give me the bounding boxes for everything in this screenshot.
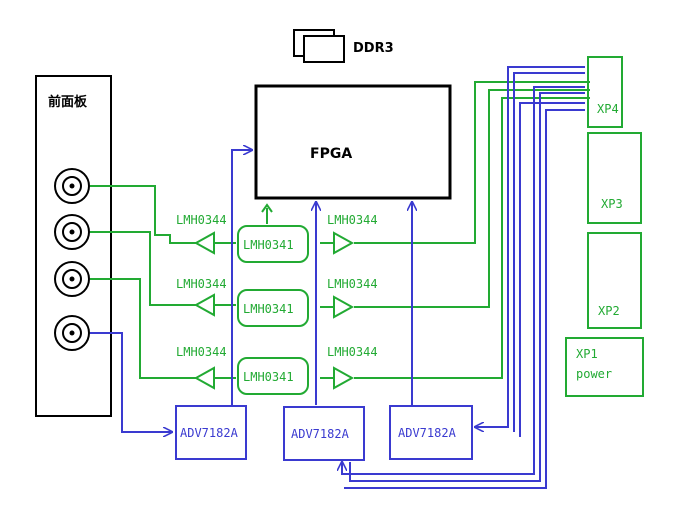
video-signal-lines: [90, 66, 585, 489]
connector-jack-4: [54, 315, 90, 351]
fpga-block: FPGA: [254, 84, 452, 200]
xp4-block: [587, 56, 623, 128]
ddr3-label: DDR3: [353, 41, 394, 56]
decoder-3-box: [389, 405, 473, 460]
lmh0344-right-label-3: LMH0344: [327, 345, 378, 359]
connector-jack-3: [54, 261, 90, 297]
lmh0341-label-2: LMH0341: [243, 302, 294, 316]
xp2-label: XP2: [598, 304, 620, 318]
decoder-2-box: [283, 406, 365, 461]
lmh0341-label-3: LMH0341: [243, 370, 294, 384]
right-drivers: [320, 231, 355, 390]
adv7182a-decoders: [175, 405, 473, 461]
right-driver-2: [320, 295, 355, 319]
lmh0344-left-label-1: LMH0344: [176, 213, 227, 227]
sdi-signal-lines: [90, 81, 590, 379]
right-driver-1: [320, 231, 355, 255]
connector-jack-2: [54, 214, 90, 250]
xp2-block: [587, 232, 642, 329]
lmh0341-buffers: [237, 225, 309, 395]
left-driver-3: [193, 366, 236, 390]
right-driver-3: [320, 366, 355, 390]
lmh0344-left-label-3: LMH0344: [176, 345, 227, 359]
front-panel-title: 前面板: [48, 94, 88, 110]
lmh0344-left-label-2: LMH0344: [176, 277, 227, 291]
left-driver-2: [193, 293, 236, 317]
left-driver-1: [193, 231, 236, 255]
xp3-label: XP3: [601, 197, 623, 211]
lmh0341-label-1: LMH0341: [243, 238, 294, 252]
xp1-label: XP1: [576, 347, 598, 361]
xp1-block: [565, 337, 644, 397]
fpga-label: FPGA: [310, 146, 352, 162]
decoder-2-label: ADV7182A: [291, 427, 350, 441]
left-drivers: [193, 231, 236, 390]
front-panel: 前面板: [35, 75, 112, 417]
lmh0344-right-label-1: LMH0344: [327, 213, 378, 227]
decoder-3-label: ADV7182A: [398, 426, 457, 440]
decoder-1-label: ADV7182A: [180, 426, 239, 440]
xp1-power-label: power: [576, 367, 612, 381]
decoder-1-box: [175, 405, 247, 460]
connector-jack-1: [54, 168, 90, 204]
connectors: [565, 56, 644, 397]
xp4-label: XP4: [597, 102, 619, 116]
lmh0344-right-label-2: LMH0344: [327, 277, 378, 291]
ddr3-chip: DDR3: [293, 29, 394, 63]
xp3-block: [587, 132, 642, 224]
